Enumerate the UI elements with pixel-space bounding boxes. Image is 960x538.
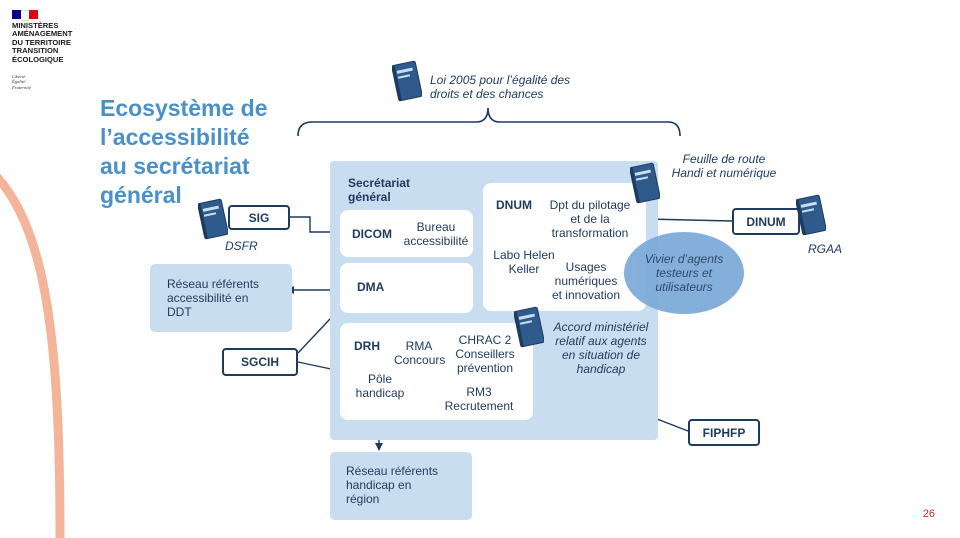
drh-rm3-recrutement: RM3 Recrutement [444, 385, 514, 413]
dnum-box [483, 183, 646, 311]
reseau-ddt-box: Réseau référents accessibilité en DDT [150, 264, 292, 332]
book-icon [198, 198, 228, 240]
dinum-box: DINUM [732, 208, 800, 235]
book-icon [392, 60, 422, 102]
drh-label: DRH [354, 339, 380, 353]
dnum-label: DNUM [496, 198, 532, 212]
drh-box [340, 323, 533, 420]
reseau-region-box: Réseau référents handicap en région [330, 452, 472, 520]
dicom-box [340, 210, 473, 257]
book-icon [796, 194, 826, 236]
republic-motto: Liberté Égalité Fraternité [12, 74, 31, 90]
law-caption: Loi 2005 pour l’égalité des droits et de… [430, 73, 571, 101]
drh-concours: Concours [394, 353, 446, 367]
slide-title: Ecosystème de l’accessibilité au secréta… [100, 95, 268, 208]
line-sig-dicom [290, 216, 340, 233]
secretariat-general-label: Secrétariat général [348, 176, 411, 204]
dma-box [340, 263, 473, 313]
line-dinum-dnum [645, 218, 733, 222]
sgcih-box: SGCIH [222, 348, 298, 376]
sig-box: SIG [228, 205, 290, 230]
book-icon [514, 306, 544, 348]
book-icon [630, 162, 660, 204]
feuille-de-route-caption: Feuille de route Handi et numérique [671, 152, 777, 180]
republic-flag-logo [12, 10, 39, 21]
drh-pole-handicap: Pôle handicap [355, 372, 405, 400]
dma-label: DMA [357, 280, 385, 294]
dnum-labo-helen-keller: Labo Helen Keller [493, 248, 555, 276]
drh-chrac: CHRAC 2 Conseillers prévention [455, 333, 515, 375]
decorative-arc [0, 173, 65, 538]
dnum-usages: Usages numériques et innovation [551, 260, 621, 302]
dsfr-caption: DSFR [225, 239, 258, 253]
rgaa-caption: RGAA [808, 242, 843, 256]
ministry-name: MINISTÈRES AMÉNAGEMENT DU TERRITOIRE TRA… [12, 21, 73, 64]
vivier-ellipse: Vivier d’agents testeurs et utilisateurs [624, 232, 744, 314]
page-number: 26 [922, 508, 935, 520]
drh-rma: RMA [405, 339, 433, 353]
law-brace [297, 107, 681, 137]
accord-ministeriel-caption: Accord ministériel relatif aux agents en… [553, 320, 649, 376]
fiphfp-box: FIPHFP [688, 419, 760, 446]
dnum-dpt-pilotage: Dpt du pilotage et de la transformation [549, 198, 631, 240]
bureau-accessibilite: Bureau accessibilité [403, 220, 469, 248]
dicom-label: DICOM [352, 227, 392, 241]
